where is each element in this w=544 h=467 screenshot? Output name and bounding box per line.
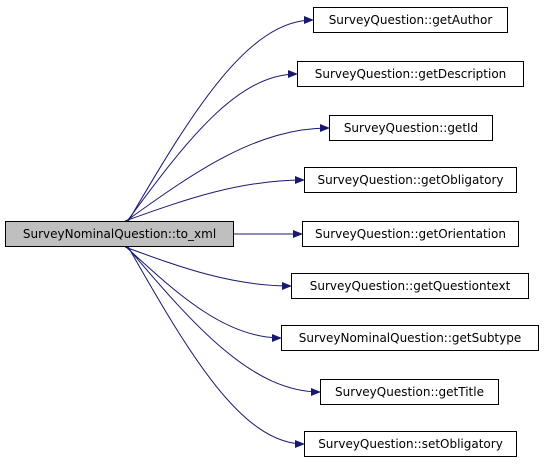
edge-to-author: [127, 16, 314, 222]
target-node-label: SurveyQuestion::getOrientation: [315, 227, 506, 241]
edge-to-subtype: [125, 246, 282, 342]
target-node-label: SurveyQuestion::getObligatory: [317, 173, 504, 187]
edge-to-set-obligatory: [127, 246, 305, 448]
source-node-to-xml[interactable]: SurveyNominalQuestion::to_xml: [5, 221, 234, 247]
target-node-get-questiontext[interactable]: SurveyQuestion::getQuestiontext: [291, 273, 529, 299]
edge-to-id: [125, 124, 330, 222]
target-node-label: SurveyQuestion::getDescription: [314, 67, 507, 81]
target-node-label: SurveyQuestion::setObligatory: [318, 437, 503, 451]
target-node-label: SurveyQuestion::getQuestiontext: [309, 279, 511, 293]
target-node-set-obligatory[interactable]: SurveyQuestion::setObligatory: [304, 431, 517, 457]
target-node-get-id[interactable]: SurveyQuestion::getId: [329, 115, 493, 141]
edge-to-questiontext: [124, 246, 292, 290]
target-node-get-author[interactable]: SurveyQuestion::getAuthor: [313, 7, 508, 33]
edge-to-title: [126, 246, 321, 396]
target-node-get-obligatory[interactable]: SurveyQuestion::getObligatory: [304, 167, 517, 193]
target-node-get-description[interactable]: SurveyQuestion::getDescription: [297, 61, 524, 87]
target-node-label: SurveyNominalQuestion::getSubtype: [298, 331, 522, 345]
target-node-label: SurveyQuestion::getAuthor: [328, 13, 493, 27]
source-node-label: SurveyNominalQuestion::to_xml: [22, 227, 217, 241]
target-node-get-title[interactable]: SurveyQuestion::getTitle: [320, 379, 499, 405]
target-node-get-orientation[interactable]: SurveyQuestion::getOrientation: [302, 221, 519, 247]
target-node-label: SurveyQuestion::getId: [343, 121, 479, 135]
edge-to-description: [126, 70, 298, 222]
target-node-get-subtype[interactable]: SurveyNominalQuestion::getSubtype: [281, 325, 539, 351]
target-node-label: SurveyQuestion::getTitle: [335, 385, 484, 399]
edge-to-obligatory: [124, 176, 305, 222]
